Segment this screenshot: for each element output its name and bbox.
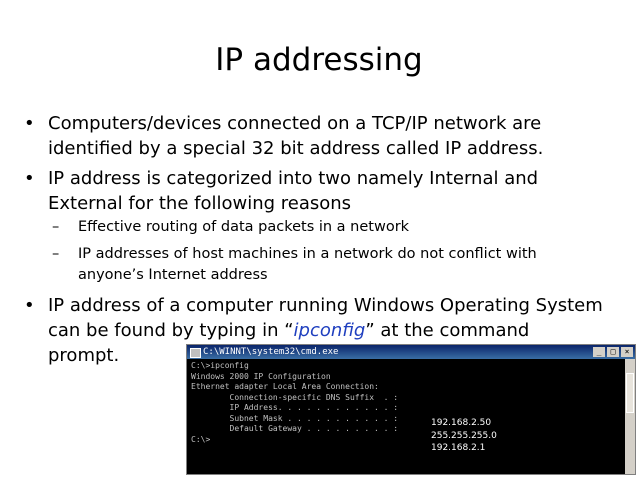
bullet-text-line: Computers/devices connected on a TCP/IP … (48, 113, 542, 134)
sub-bullet-text: anyone’s Internet address (78, 267, 268, 283)
console-line: Ethernet adapter Local Area Connection: (191, 382, 379, 391)
bullet-text-line: can be found by typing in “ipconfig” at … (48, 318, 529, 343)
bullet-text-line: IP address is categorized into two namel… (48, 168, 539, 189)
ip-address-value: 192.168.2.50 (431, 418, 492, 428)
bullet-marker: • (24, 295, 35, 316)
console-line: IP Address. . . . . . . . . . . . : (191, 403, 399, 412)
minimize-icon: _ (593, 347, 605, 357)
console-title-bar: C:\WINNT\system32\cmd.exe _ □ × (187, 345, 635, 359)
bullet-text-part: ” at the command (365, 320, 530, 341)
console-line: Connection-specific DNS Suffix . : (191, 392, 399, 402)
console-line: Windows 2000 IP Configuration (191, 371, 331, 381)
subnet-mask-value: 255.255.255.0 (431, 431, 497, 441)
bullet-text-line: IP address of a computer running Windows… (48, 295, 603, 316)
bullet-text-line: prompt. (48, 345, 120, 366)
sub-bullet-text: IP addresses of host machines in a netwo… (78, 246, 537, 262)
bullet-marker: • (24, 113, 35, 134)
default-gateway-value: 192.168.2.1 (431, 443, 486, 453)
ipconfig-command: ipconfig (293, 320, 366, 341)
close-icon: × (621, 347, 633, 357)
console-line: C:\>ipconfig (191, 361, 249, 370)
sub-bullet-text: Effective routing of data packets in a n… (78, 219, 410, 235)
scrollbar-thumb (626, 373, 634, 413)
console-scrollbar (625, 359, 635, 474)
bullet-text-line: identified by a special 32 bit address c… (48, 138, 544, 159)
slide-title: IP addressing (215, 42, 423, 78)
command-prompt-screenshot: C:\WINNT\system32\cmd.exe _ □ × C:\>ipco… (186, 344, 636, 475)
console-line: C:\> (191, 434, 211, 444)
sub-bullet-marker: – (52, 219, 60, 235)
console-line: Subnet Mask . . . . . . . . . . . : (191, 413, 399, 423)
console-title: C:\WINNT\system32\cmd.exe (203, 347, 339, 357)
bullet-text-part: can be found by typing in “ (48, 320, 294, 341)
bullet-text-line: External for the following reasons (48, 193, 352, 214)
maximize-icon: □ (607, 347, 619, 357)
console-line: Default Gateway . . . . . . . . . : (191, 424, 399, 433)
sub-bullet-marker: – (52, 246, 60, 262)
bullet-marker: • (24, 168, 35, 189)
console-app-icon (190, 348, 201, 358)
